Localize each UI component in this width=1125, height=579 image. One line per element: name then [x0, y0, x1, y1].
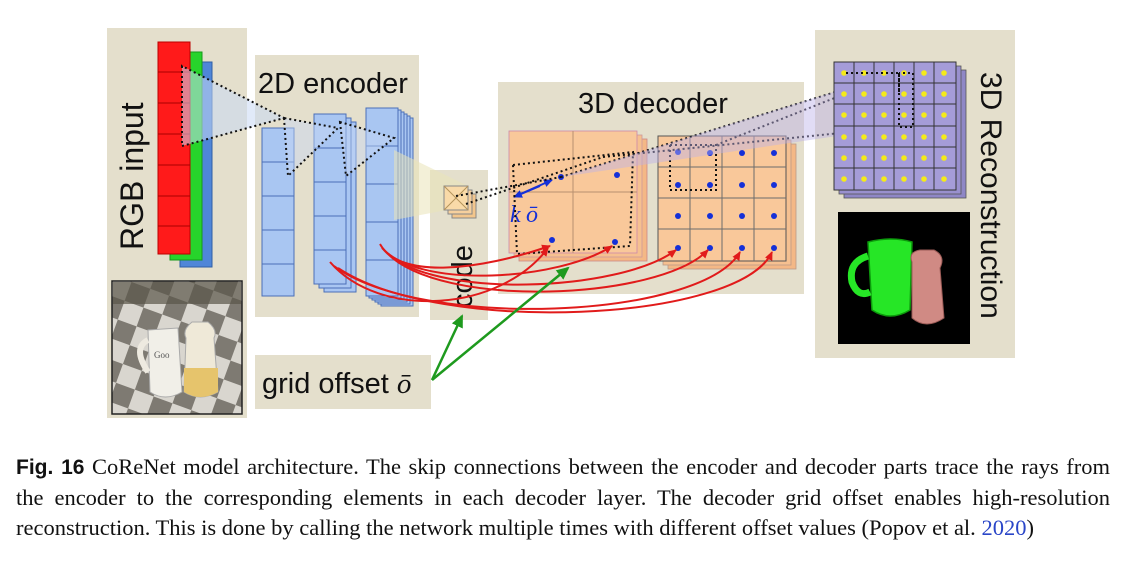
- encoder-layer-1: [261, 127, 295, 297]
- offset-vector: k ō: [510, 179, 553, 228]
- reconstruction-dot: [841, 112, 847, 118]
- reconstruction-dot: [901, 134, 907, 140]
- reconstruction-dot: [881, 134, 887, 140]
- grid-offset-text: grid offset: [262, 368, 397, 400]
- rgb-input-photo: Goo: [111, 280, 243, 415]
- reconstruction-dot: [841, 91, 847, 97]
- reconstruction-dot: [901, 176, 907, 182]
- encoder-layer-2: [313, 113, 357, 293]
- reconstruction-render: [838, 212, 970, 344]
- reconstruction-dot: [841, 155, 847, 161]
- reconstruction-dot: [881, 70, 887, 76]
- mug-text: Goo: [154, 350, 170, 360]
- reconstruction-dot: [841, 176, 847, 182]
- caption-citation-link[interactable]: 2020: [981, 515, 1027, 540]
- offset-k-symbol: k: [510, 202, 521, 228]
- caption-closing: ): [1026, 515, 1034, 540]
- reconstruction-dot: [941, 134, 947, 140]
- reconstruction-dot: [921, 134, 927, 140]
- grid-offset-label: grid offset ō: [262, 368, 411, 400]
- reconstruction-dot: [941, 91, 947, 97]
- reconstruction-dot: [941, 112, 947, 118]
- reconstruction-dot: [881, 112, 887, 118]
- decoder-to-recon-beam: [561, 72, 898, 177]
- decoder-layer-1: [508, 130, 648, 262]
- caption-text: CoReNet model architecture. The skip con…: [16, 454, 1111, 540]
- corenet-architecture-diagram: RGB input Goo 2D encoder: [107, 28, 1015, 418]
- decoder-label: 3D decoder: [578, 88, 728, 120]
- reconstruction-dot: [881, 91, 887, 97]
- offset-inputs: [430, 266, 570, 381]
- reconstruction-dot: [881, 155, 887, 161]
- skip-connections: [329, 243, 773, 314]
- reconstruction-dot: [861, 70, 867, 76]
- reconstruction-dot: [861, 155, 867, 161]
- reconstruction-dot: [941, 70, 947, 76]
- reconstruction-dot: [861, 176, 867, 182]
- reconstruction-dot: [941, 176, 947, 182]
- reconstruction-dot: [901, 155, 907, 161]
- reconstruction-dot: [921, 70, 927, 76]
- reconstruction-dot: [901, 91, 907, 97]
- reconstruction-dot: [901, 112, 907, 118]
- offset-o-symbol: ō: [526, 202, 538, 228]
- encoder-receptive-fields: [181, 64, 397, 179]
- reconstruction-label: 3D Reconstruction: [974, 72, 1007, 319]
- encoder-label: 2D encoder: [258, 68, 408, 100]
- reconstruction-dot: [861, 134, 867, 140]
- caption-label: Fig. 16: [16, 456, 85, 479]
- grid-offset-symbol: ō: [397, 368, 412, 400]
- reconstruction-dot: [921, 112, 927, 118]
- reconstruction-dot: [841, 70, 847, 76]
- reconstruction-dot: [941, 155, 947, 161]
- reconstruction-dot: [881, 176, 887, 182]
- figure-caption: Fig. 16 CoReNet model architecture. The …: [16, 452, 1110, 543]
- reconstruction-dot: [861, 91, 867, 97]
- reconstruction-dot: [921, 155, 927, 161]
- grid-offset-panel: [255, 355, 431, 409]
- decoder-sample-points: [549, 149, 777, 251]
- code-block: [394, 150, 477, 220]
- reconstruction-dot: [921, 91, 927, 97]
- reconstruction-grid: [833, 61, 967, 199]
- reconstruction-dot: [921, 176, 927, 182]
- reconstruction-dot: [841, 134, 847, 140]
- rgb-input-label: RGB input: [114, 102, 150, 250]
- reconstruction-dot: [861, 112, 867, 118]
